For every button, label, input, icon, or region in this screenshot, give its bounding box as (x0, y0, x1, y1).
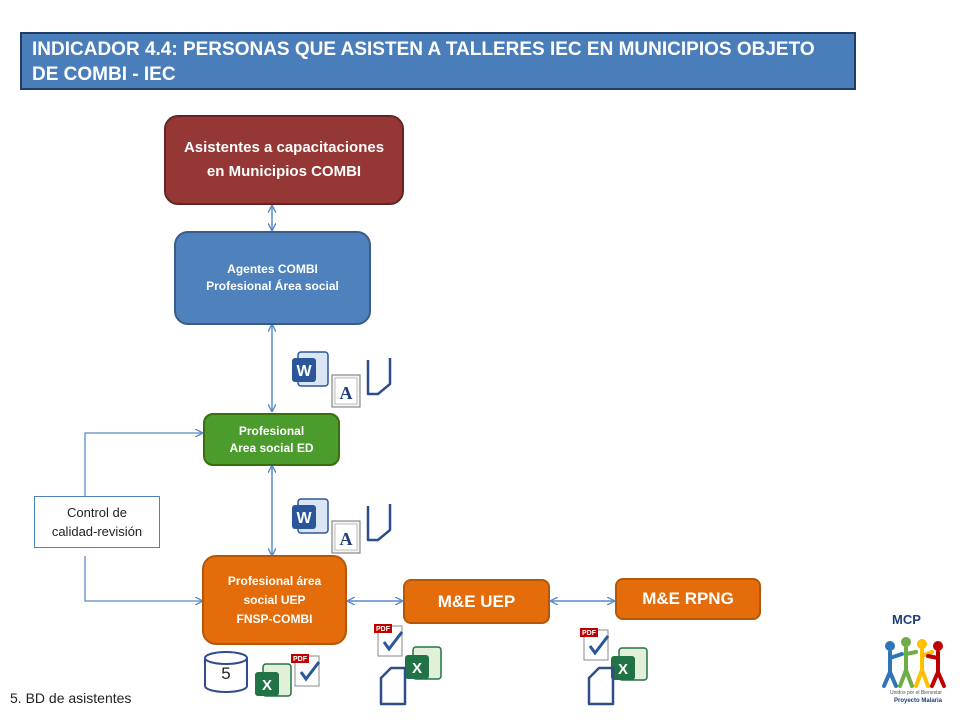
mcp-logo: MCP Unidos por el Bienestar Proyecto Mal… (880, 610, 952, 711)
logo-text: MCP (892, 612, 921, 627)
people-logo-icon: MCP Unidos por el Bienestar Proyecto Mal… (882, 612, 946, 704)
pdf-icon: PDF (374, 624, 404, 657)
svg-text:PDF: PDF (376, 626, 391, 633)
document-folder-icon (379, 666, 407, 706)
svg-text:W: W (296, 510, 312, 527)
node-profesional-uep-line1: Profesional área (227, 573, 322, 588)
node-profesional-ed-line1: Profesional (238, 423, 305, 438)
document-folder-icon (366, 504, 392, 542)
node-agentes-line2: Profesional Área social (206, 279, 339, 293)
svg-text:PDF: PDF (293, 656, 308, 663)
node-me-rpng: M&E RPNG (615, 578, 761, 620)
svg-text:X: X (412, 660, 422, 677)
node-agentes: Agentes COMBI Profesional Área social (174, 231, 371, 325)
node-asistentes: Asistentes a capacitaciones en Municipio… (164, 115, 404, 205)
document-folder-icon (587, 666, 615, 706)
node-profesional-uep: Profesional área social UEP FNSP-COMBI (202, 555, 347, 645)
node-asistentes-line1: Asistentes a capacitaciones (183, 139, 385, 156)
database-icon (204, 651, 248, 693)
svg-text:A: A (340, 529, 353, 549)
pdf-icon: PDF (580, 628, 610, 661)
logo-subtitle: Unidos por el Bienestar (890, 690, 942, 696)
caption-bd-asistentes: 5. BD de asistentes (10, 690, 132, 706)
node-asistentes-line2: en Municipios COMBI (206, 163, 362, 180)
text-document-icon: A (331, 520, 361, 554)
pdf-icon: PDF (291, 654, 321, 687)
excel-icon: X (255, 663, 292, 697)
node-profesional-ed: Profesional Area social ED (203, 413, 340, 466)
diagram-title: INDICADOR 4.4: PERSONAS QUE ASISTEN A TA… (20, 32, 856, 90)
node-profesional-uep-line3: FNSP-COMBI (236, 611, 313, 626)
svg-text:A: A (340, 383, 353, 403)
arrow-control-to-ed (84, 433, 202, 496)
control-line1: Control de (67, 505, 127, 520)
node-profesional-uep-line2: social UEP (243, 592, 306, 607)
excel-icon: X (611, 647, 648, 681)
database-number: 5 (221, 664, 231, 683)
svg-text:PDF: PDF (582, 630, 597, 637)
arrow-control-to-uep (84, 556, 202, 601)
control-calidad-box: Control de calidad-revisión (34, 496, 160, 548)
control-line2: calidad-revisión (51, 524, 143, 539)
node-profesional-ed-line2: Area social ED (229, 440, 314, 455)
svg-text:X: X (618, 661, 628, 678)
svg-text:W: W (296, 363, 312, 380)
document-folder-icon (366, 358, 392, 396)
node-agentes-line1: Agentes COMBI (227, 262, 318, 276)
node-me-uep: M&E UEP (403, 579, 550, 624)
text-document-icon: A (331, 374, 361, 408)
svg-text:X: X (262, 677, 272, 694)
excel-icon: X (405, 646, 442, 680)
word-icon: W (292, 498, 329, 534)
word-icon: W (292, 351, 329, 387)
logo-name: Proyecto Malaria (894, 698, 943, 704)
